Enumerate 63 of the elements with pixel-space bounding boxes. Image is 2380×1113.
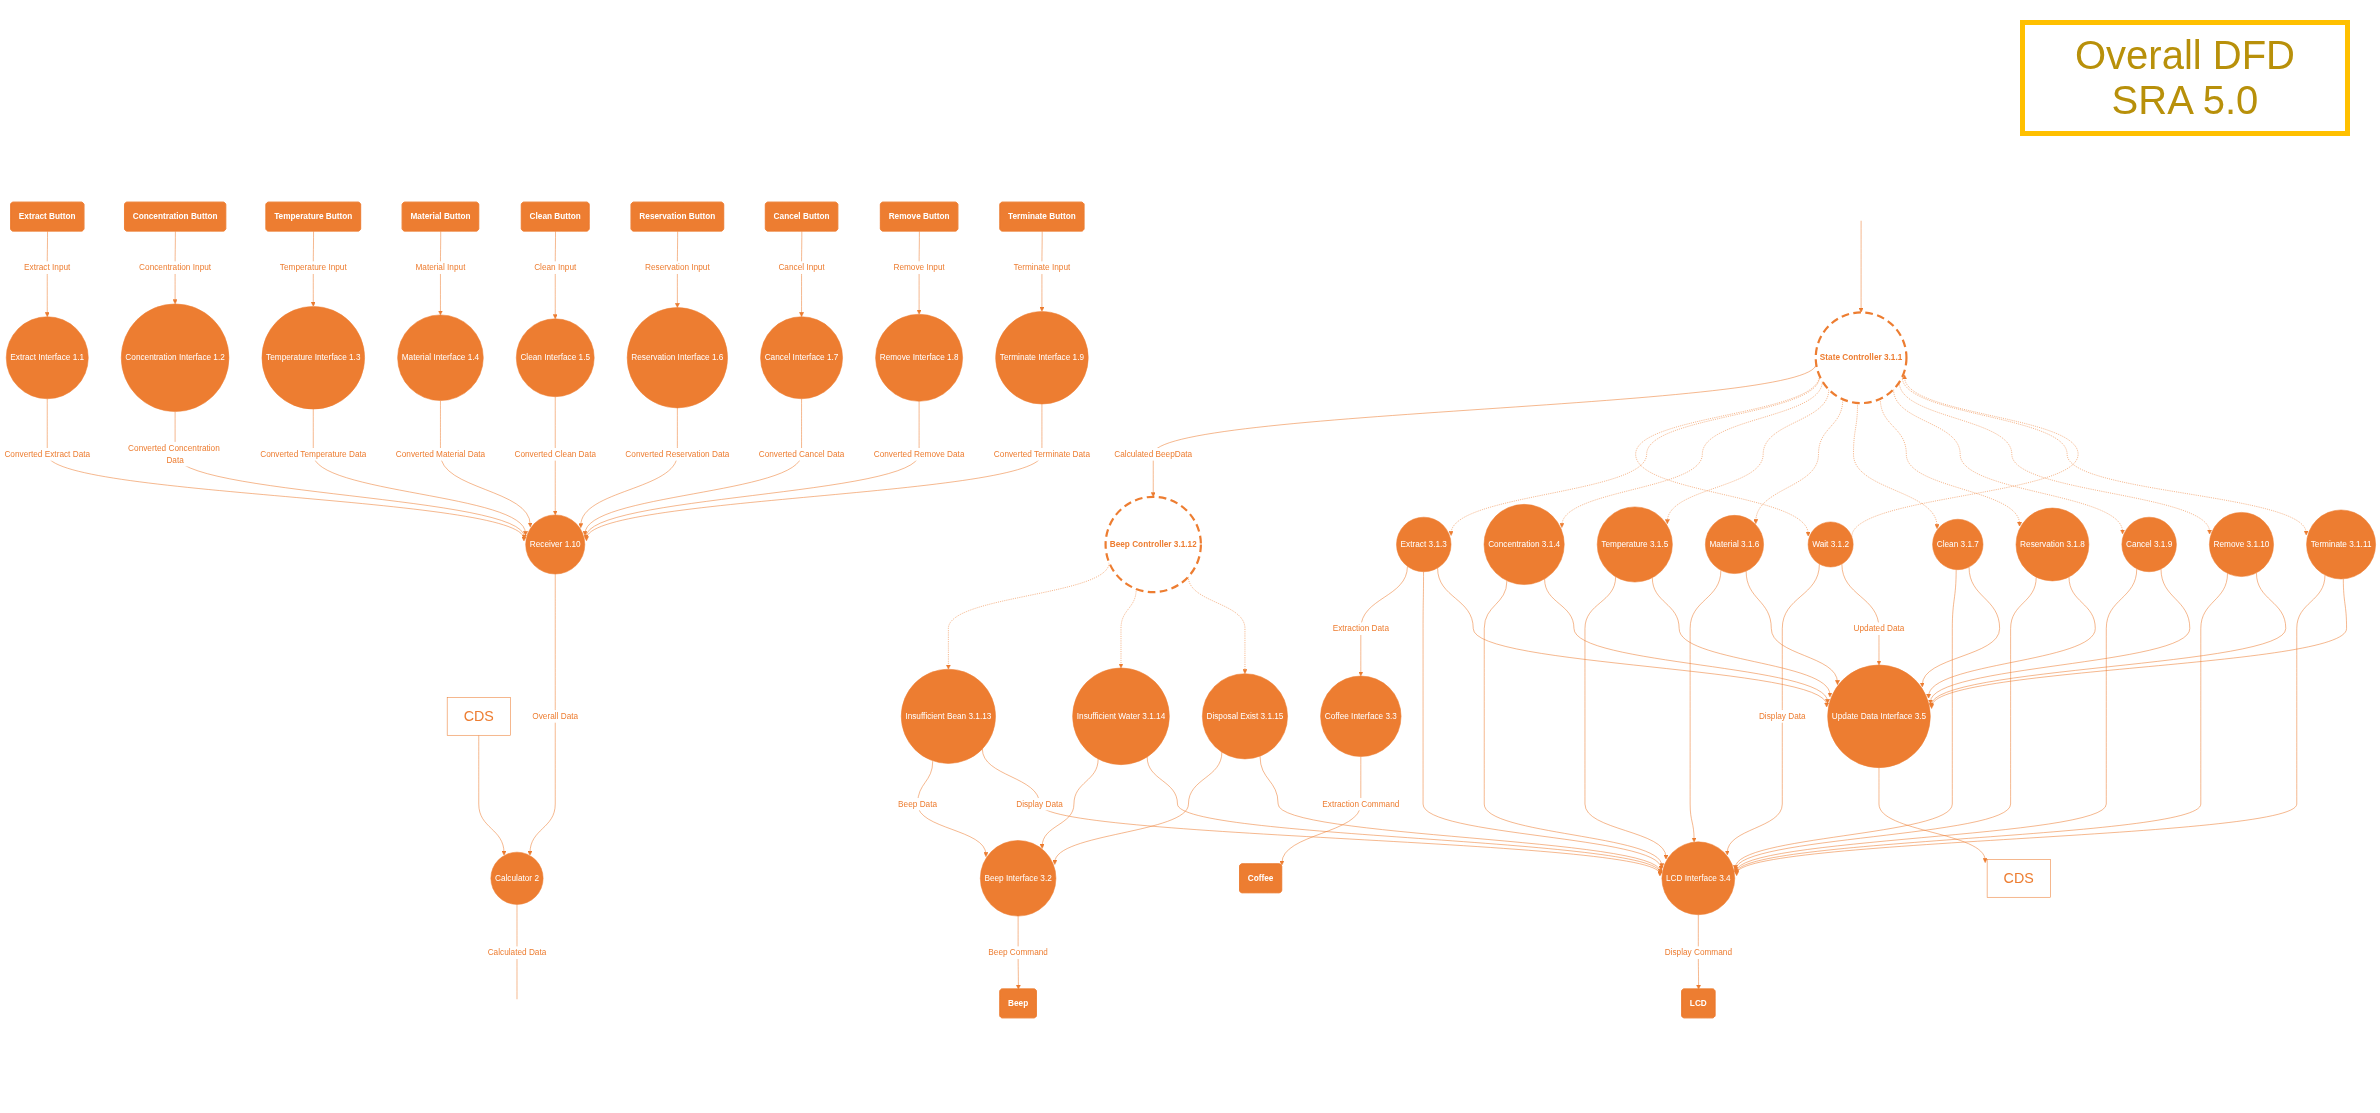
edge-label: Clean Input: [534, 262, 577, 272]
edge-label: Converted Concentration Data: [128, 442, 220, 465]
node-box: CDS: [446, 697, 511, 736]
edge-label: Reservation Input: [645, 262, 710, 272]
edge-label: Display Data: [1016, 798, 1063, 809]
edge-label: Converted Cancel Data: [758, 449, 845, 459]
node-circle: State Controller 3.1.1: [1814, 311, 1908, 405]
node-circle: Temperature 3.1.5: [1596, 506, 1673, 583]
edge-label: Cancel Input: [778, 262, 825, 272]
node-circle: Terminate 3.1.11: [2306, 509, 2376, 580]
node-circle: Reservation Interface 1.6: [626, 307, 728, 409]
edge-label: Converted Remove Data: [873, 449, 965, 459]
node-circle: Terminate Interface 1.9: [995, 311, 1089, 405]
node-circle: Material 3.1.6: [1705, 515, 1764, 574]
node-circle: Beep Interface 3.2: [980, 840, 1057, 917]
node-circle: Remove 3.1.10: [2209, 512, 2274, 577]
edge-label: Converted Extract Data: [4, 449, 91, 459]
edge-label: Extract Input: [24, 262, 71, 272]
connector: [516, 904, 518, 1000]
edge-label: Remove Input: [893, 262, 945, 272]
node-circle: Wait 3.1.2: [1807, 521, 1854, 568]
node-circle: Disposal Exist 3.1.15: [1202, 673, 1288, 760]
node-circle: Calculator 2: [490, 851, 544, 905]
node-circle: Insufficient Water 3.1.14: [1072, 667, 1170, 765]
edge-label: Converted Terminate Data: [993, 449, 1090, 459]
node-circle: Cancel Interface 1.7: [760, 316, 843, 400]
node-circle: Cancel 3.1.9: [2121, 516, 2177, 572]
edge-label: Converted Clean Data: [514, 449, 597, 459]
edge-label: Extraction Command: [1322, 798, 1400, 809]
edge-label: Terminate Input: [1013, 262, 1071, 272]
node-circle: Clean Interface 1.5: [516, 318, 595, 397]
node-circle: Beep Controller 3.1.12: [1104, 495, 1202, 594]
node-circle: Temperature Interface 1.3: [261, 306, 365, 410]
edge-label: Beep Data: [898, 798, 938, 809]
node-circle: Coffee Interface 3.3: [1320, 675, 1402, 757]
edge-label: Temperature Input: [279, 262, 347, 272]
edge-label: Converted Temperature Data: [260, 449, 367, 459]
diagram-title: Overall DFD SRA 5.0: [2020, 20, 2350, 136]
node-circle: Clean 3.1.7: [1932, 519, 1984, 570]
node-circle: Reservation 3.1.8: [2015, 507, 2090, 582]
edge-label: Overall Data: [532, 711, 579, 721]
edge-label: Concentration Input: [139, 262, 212, 272]
node-circle: Insufficient Bean 3.1.13: [900, 668, 996, 764]
node-circle: Concentration Interface 1.2: [120, 303, 230, 412]
node-circle: Material Interface 1.4: [397, 314, 484, 401]
node-circle: Extract 3.1.3: [1396, 516, 1452, 572]
edge-label: Calculated BeepData: [1114, 449, 1193, 459]
edge-label: Converted Material Data: [395, 449, 486, 459]
node-box: CDS: [1986, 859, 2051, 898]
edge-label: Extraction Data: [1332, 623, 1389, 633]
node-circle: Extract Interface 1.1: [5, 316, 89, 400]
edge-label: Material Input: [415, 262, 466, 272]
node-circle: Remove Interface 1.8: [875, 313, 963, 402]
node-circle: LCD Interface 3.4: [1661, 841, 1736, 915]
edge-label: Display Data: [1758, 711, 1806, 721]
edge-label: Converted Reservation Data: [625, 449, 730, 459]
node-circle: Concentration 3.1.4: [1483, 504, 1565, 585]
edge-label: Display Command: [1664, 947, 1732, 957]
edge-label: Updated Data: [1853, 623, 1905, 633]
edge-label: Beep Command: [988, 947, 1048, 957]
node-circle: Receiver 1.10: [525, 514, 586, 575]
node-circle: Update Data Interface 3.5: [1827, 664, 1931, 768]
edge-label: Calculated Data: [487, 947, 547, 957]
